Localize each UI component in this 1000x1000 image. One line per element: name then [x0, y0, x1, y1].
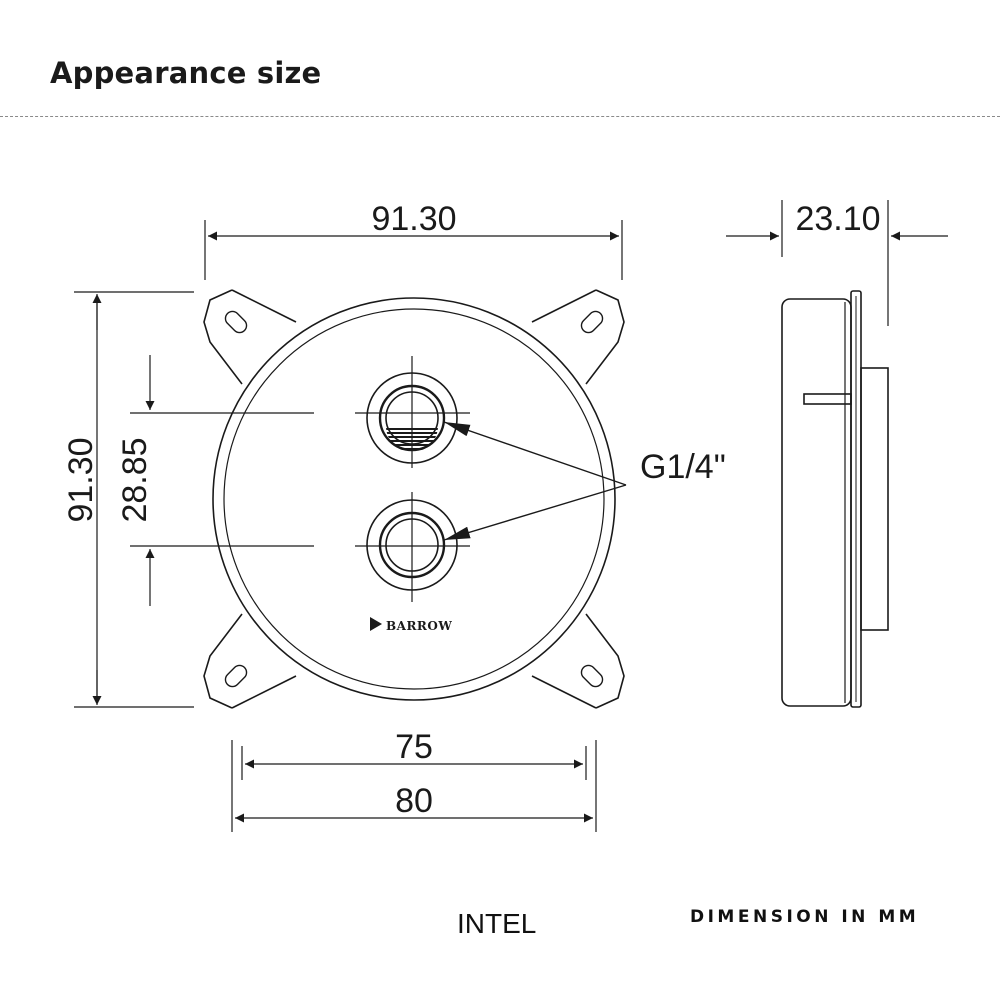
- platform-label: INTEL: [457, 908, 537, 939]
- barrow-logo: BARROW: [370, 617, 452, 633]
- thickness-label: 23.10: [795, 200, 880, 238]
- mounting-bracket: [203, 289, 625, 709]
- inner-width-label: 75: [395, 728, 433, 766]
- outer-width-label: 80: [395, 782, 433, 820]
- block-inner-rim: [223, 308, 605, 690]
- height-label: 91.30: [62, 437, 100, 522]
- height-dimension: [74, 291, 194, 708]
- page-title: Appearance size: [50, 56, 322, 90]
- mounting-slot-icon: [224, 310, 604, 688]
- block-outer-rim: [212, 297, 616, 701]
- thickness-dimension: [726, 200, 948, 326]
- dashed-divider: [0, 116, 1000, 117]
- port-spacing-dimension: [130, 355, 314, 606]
- bottom-dimensions: [231, 740, 597, 832]
- port-spacing-label: 28.85: [116, 437, 154, 522]
- width-label: 91.30: [371, 200, 456, 238]
- width-dimension: [204, 220, 623, 280]
- thread-label: G1/4": [640, 448, 726, 486]
- units-note: DIMENSION IN MM: [690, 907, 920, 927]
- thread-leader-lines: [443, 421, 627, 541]
- svg-text:BARROW: BARROW: [386, 619, 452, 633]
- side-view: [781, 290, 889, 708]
